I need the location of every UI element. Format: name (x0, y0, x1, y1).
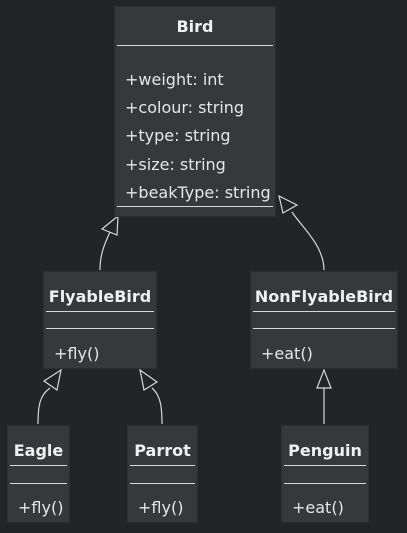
class-name: Penguin (288, 440, 362, 460)
class-flyablebird[interactable]: FlyableBird +fly() (43, 271, 157, 369)
arrowhead-parrot-flyable (139, 368, 159, 391)
attribute: +beakType: string (125, 183, 271, 202)
divider (46, 328, 154, 329)
divider (284, 465, 366, 466)
class-parrot[interactable]: Parrot +fly() (127, 425, 198, 523)
class-name: Eagle (13, 440, 64, 460)
class-bird[interactable]: Bird +weight: int +colour: string +type:… (114, 6, 276, 217)
method: +fly() (54, 344, 100, 363)
method: +eat() (261, 344, 313, 363)
arrowhead-flyable-bird (100, 214, 119, 236)
class-penguin[interactable]: Penguin +eat() (281, 425, 369, 523)
class-name: FlyableBird (48, 286, 152, 306)
attribute: +type: string (125, 126, 231, 145)
divider (117, 45, 273, 46)
divider (130, 465, 195, 466)
divider (253, 328, 395, 329)
arrowhead-nonflyable-bird (278, 194, 299, 214)
edge-flyable-to-bird (99, 231, 111, 271)
method: +fly() (18, 498, 64, 517)
divider (130, 483, 195, 484)
divider (253, 311, 395, 312)
attribute: +size: string (125, 155, 226, 174)
divider (284, 483, 366, 484)
class-name: NonFlyableBird (254, 286, 394, 306)
edge-parrot-to-flyable (151, 387, 163, 425)
attribute: +colour: string (125, 98, 245, 117)
class-name: Bird (176, 16, 214, 36)
class-name: Parrot (134, 440, 191, 460)
class-nonflyablebird[interactable]: NonFlyableBird +eat() (250, 271, 398, 369)
method: +eat() (292, 498, 344, 517)
arrowhead-penguin-nonflyable (316, 368, 332, 389)
arrowhead-eagle-flyable (42, 368, 62, 392)
class-eagle[interactable]: Eagle +fly() (7, 425, 70, 523)
edge-nonflyable-to-bird (291, 211, 325, 271)
attribute: +weight: int (125, 70, 224, 89)
divider (10, 465, 67, 466)
edge-eagle-to-flyable (37, 387, 51, 425)
divider (117, 206, 273, 207)
divider (46, 311, 154, 312)
divider (10, 483, 67, 484)
method: +fly() (138, 498, 184, 517)
